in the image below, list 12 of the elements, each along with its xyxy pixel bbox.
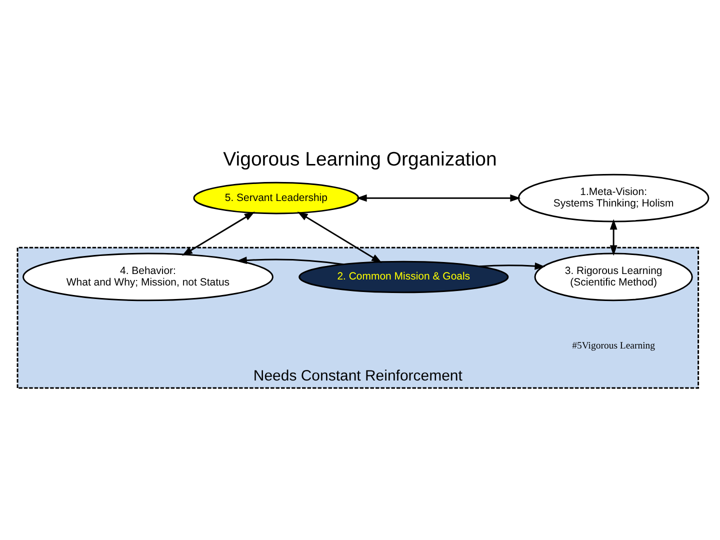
arrow [356, 194, 521, 202]
node-ellipse: 4. Behavior: What and Why; Mission, not Status [22, 252, 274, 301]
arrow [182, 211, 255, 256]
node-ellipse: 1.Meta-Vision: Systems Thinking; Holism [518, 173, 710, 222]
diagram-title: Vigorous Learning Organization [223, 148, 497, 170]
arrow [610, 218, 618, 256]
arrow [297, 211, 382, 263]
node-ellipse: 2. Common Mission & Goals [298, 260, 509, 293]
node-ellipse: 5. Servant Leadership [193, 181, 360, 214]
arrow [479, 262, 546, 270]
label: #5Vigorous Learning [572, 340, 656, 352]
arrow [236, 256, 344, 265]
